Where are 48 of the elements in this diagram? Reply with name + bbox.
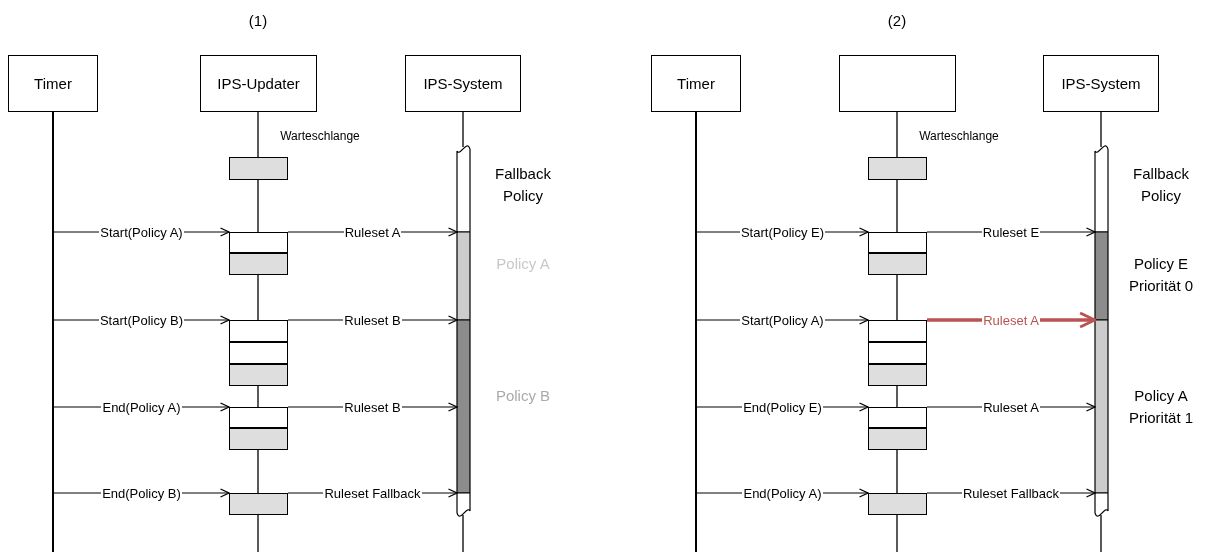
queue-slot [229,320,288,342]
queue-slot [229,364,288,386]
lifeline [695,112,697,552]
queue-label: Warteschlange [280,129,360,143]
queue-slot [868,428,927,450]
policy-label: Fallback Policy [494,164,552,206]
panel-number: (2) [887,11,907,29]
participant-name: IPS-System [1061,74,1141,93]
lifeline [52,112,54,552]
lifeline-head [200,55,317,112]
activation-bar [1094,145,1109,233]
queue-slot [229,342,288,364]
policy-label: Policy E Priorität 0 [1127,254,1195,296]
activation-bar [1094,492,1109,517]
activation-bar [456,492,471,517]
queue-slot [229,253,288,275]
queue-slot [868,364,927,386]
participant-name: IPS-System [423,74,503,93]
activation-bar [456,231,471,321]
activation-bar [1094,319,1109,494]
activation-bar [456,319,471,494]
queue-slot [229,407,288,428]
queue-label: Warteschlange [919,129,999,143]
queue-slot [868,493,927,515]
policy-label: Policy A Priorität 1 [1127,386,1195,428]
participant-name: Timer [34,74,72,93]
queue-slot [868,157,927,180]
activation-bar [456,145,471,233]
activation-bar [1094,231,1109,321]
queue-slot [868,407,927,428]
lifeline-head [405,55,521,112]
panel-number: (1) [248,11,268,29]
lifeline-head [8,55,98,112]
participant-name: Timer [677,74,715,93]
participant-box [839,55,956,112]
queue-slot [229,428,288,450]
participant-name: IPS-Updater [217,74,300,93]
queue-slot [868,232,927,253]
queue-slot [868,320,927,342]
queue-slot [868,253,927,275]
queue-slot [868,342,927,364]
lifeline-head [651,55,741,112]
queue-slot [229,157,288,180]
lifeline-head [1043,55,1159,112]
queue-slot [229,232,288,253]
queue-slot [229,493,288,515]
policy-label: Policy B [494,386,552,406]
policy-label: Fallback Policy [1132,164,1190,206]
